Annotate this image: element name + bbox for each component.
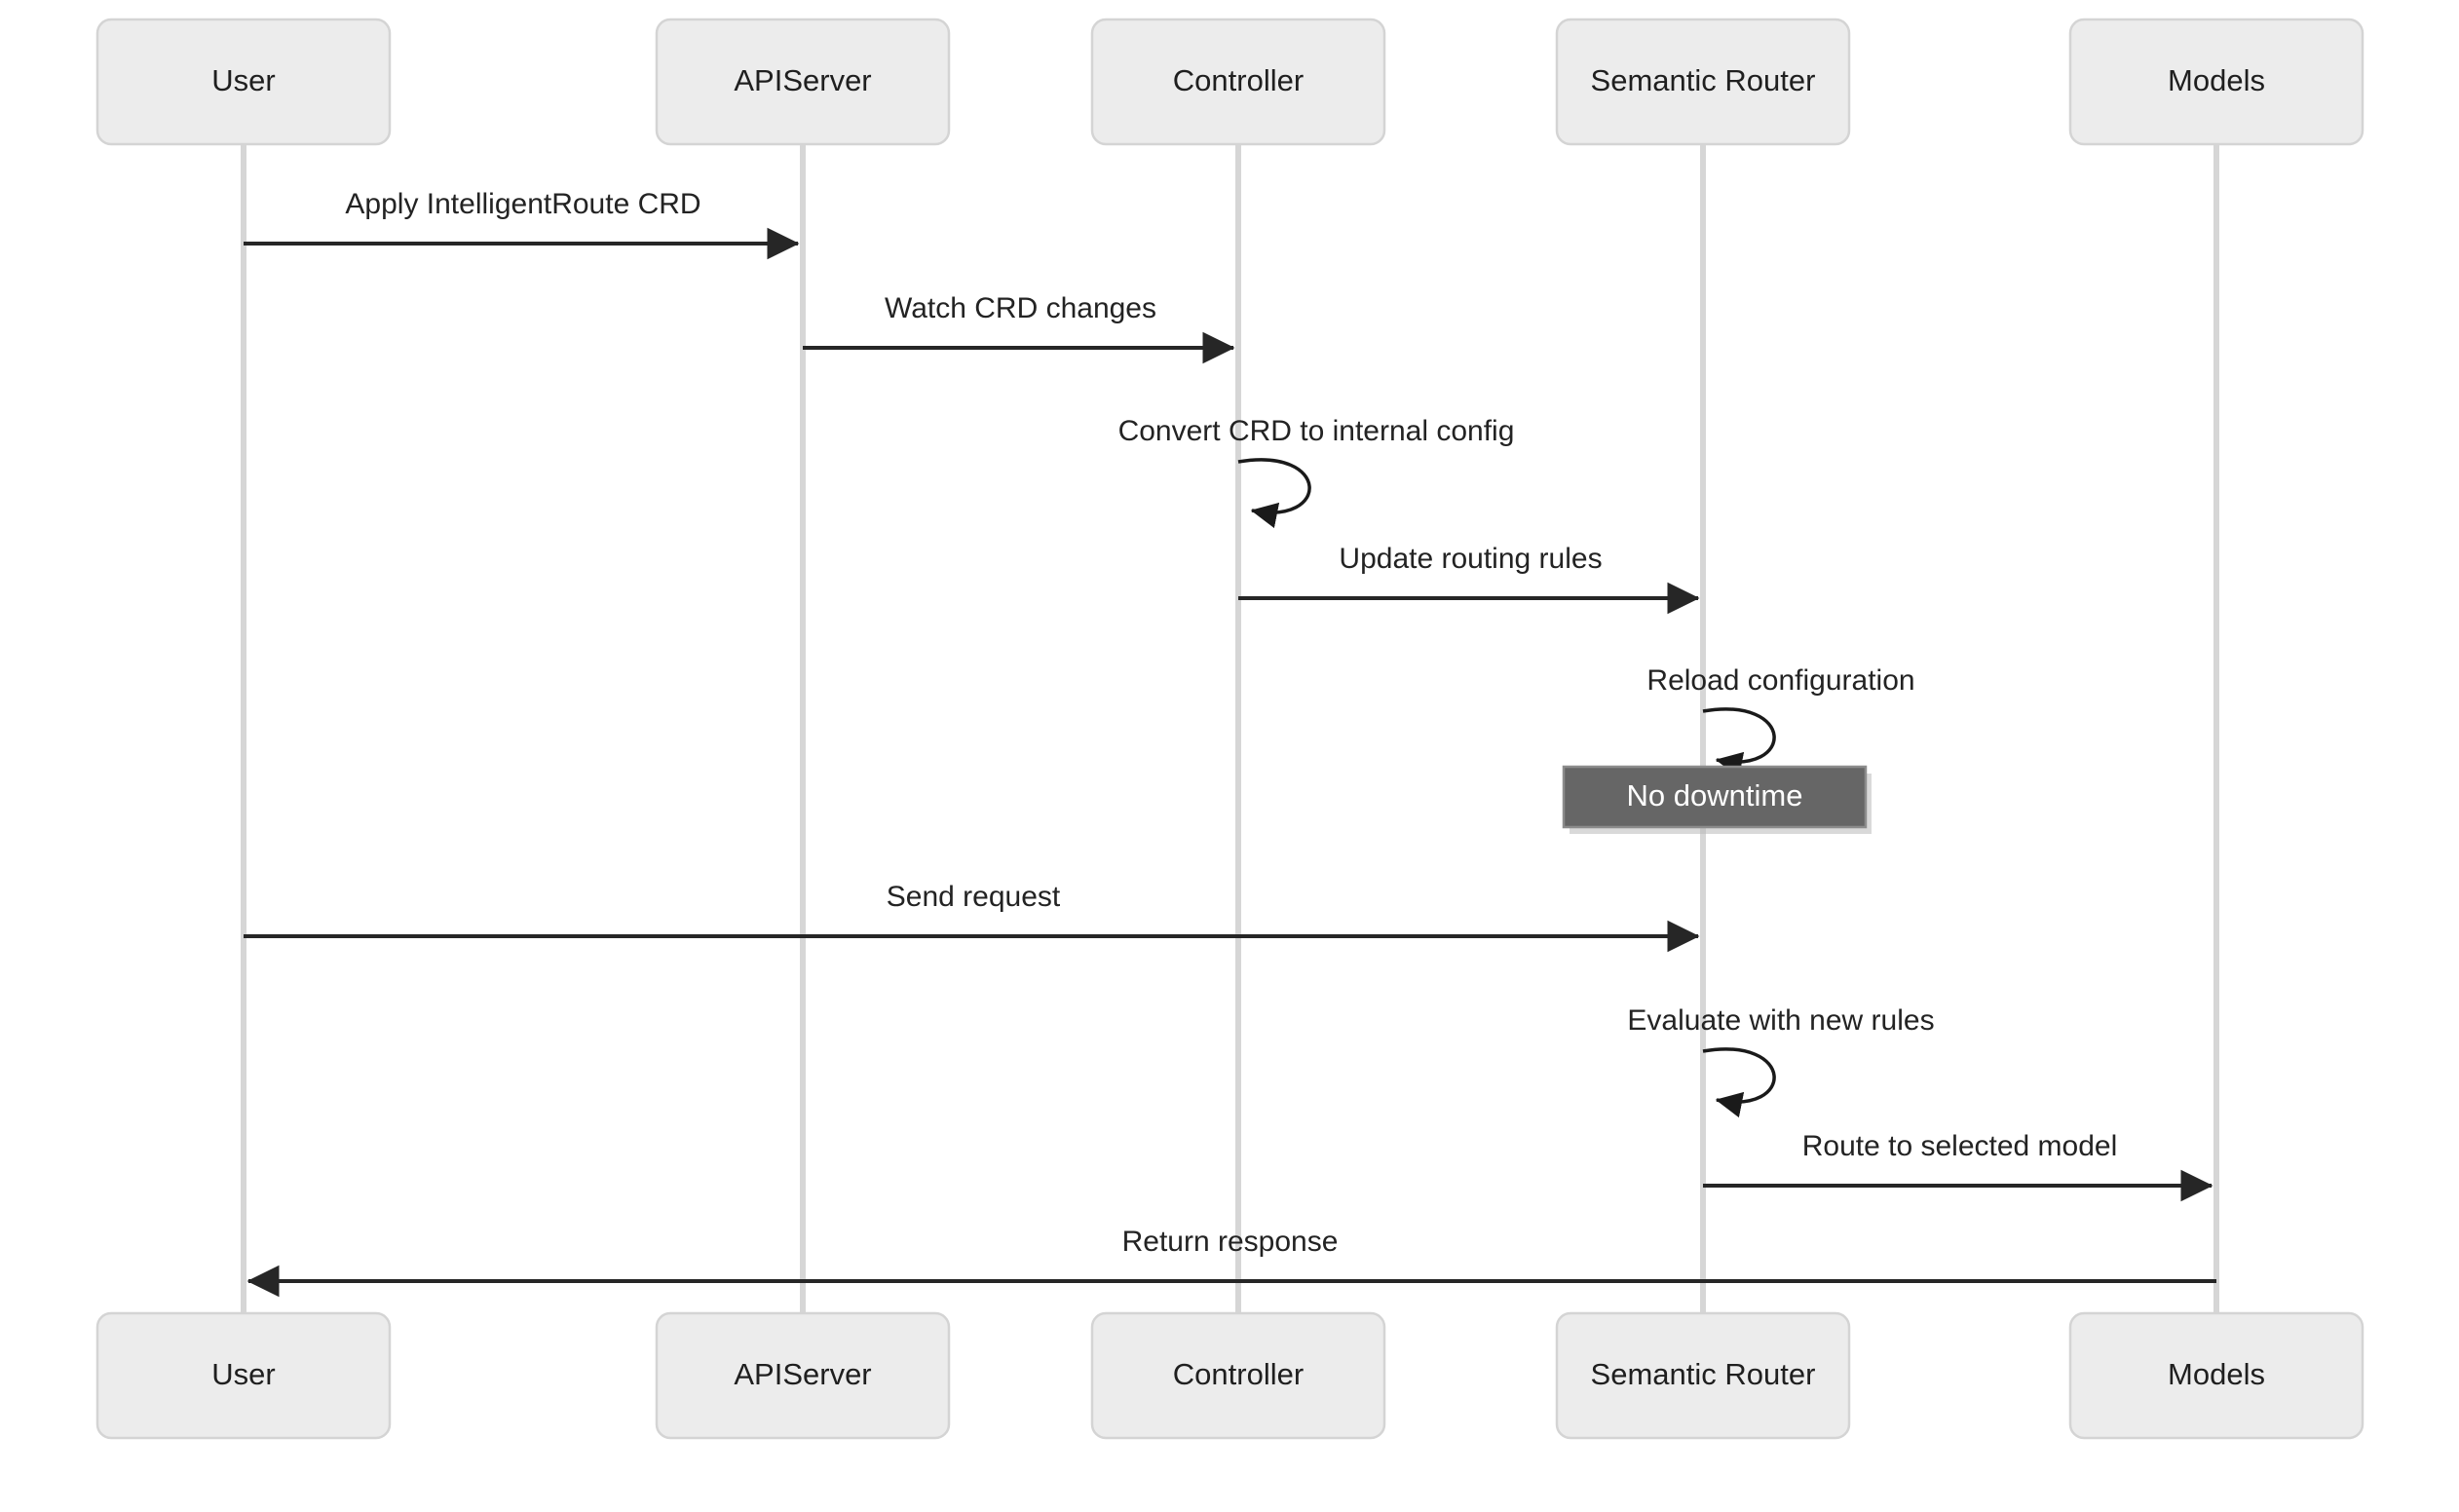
message-6: Send request: [244, 881, 1700, 953]
message-label-9: Return response: [1122, 1226, 1339, 1258]
actor-label-user: User: [211, 1357, 275, 1391]
actor-label-controller: Controller: [1173, 1357, 1304, 1391]
self-loop-arrow-3: [1237, 458, 1311, 529]
note-label-1: No downtime: [1627, 778, 1803, 813]
actor-label-controller: Controller: [1173, 63, 1304, 97]
actor-box-router[interactable]: [1555, 1311, 1851, 1440]
message-4: Update routing rules: [1238, 543, 1700, 615]
actor-label-router: Semantic Router: [1591, 63, 1816, 97]
actor-top-router[interactable]: Semantic Router: [1555, 18, 1851, 146]
self-loop-arrow-5: [1702, 707, 1776, 778]
message-9: Return response: [246, 1226, 2216, 1298]
message-8: Route to selected model: [1703, 1130, 2213, 1202]
actor-box-apiserver[interactable]: [655, 1311, 951, 1440]
notes-group: No downtime: [1562, 765, 1872, 834]
actor-label-router: Semantic Router: [1591, 1357, 1816, 1391]
actor-label-user: User: [211, 63, 275, 97]
note-1: No downtime: [1562, 765, 1872, 834]
actor-bottom-apiserver[interactable]: APIServer: [655, 1311, 951, 1440]
actor-box-controller[interactable]: [1090, 18, 1386, 146]
message-label-4: Update routing rules: [1339, 543, 1602, 575]
actor-box-controller[interactable]: [1090, 1311, 1386, 1440]
message-7: Evaluate with new rules: [1627, 1004, 1935, 1118]
actor-label-apiserver: APIServer: [734, 1357, 871, 1391]
actor-bottom-controller[interactable]: Controller: [1090, 1311, 1386, 1440]
messages-group: Apply IntelligentRoute CRD Watch CRD chan…: [244, 188, 2216, 1298]
actor-box-models[interactable]: [2068, 1311, 2364, 1440]
actor-top-models[interactable]: Models: [2068, 18, 2364, 146]
actor-box-user[interactable]: [95, 1311, 392, 1440]
actor-box-models[interactable]: [2068, 18, 2364, 146]
actor-label-apiserver: APIServer: [734, 63, 871, 97]
message-label-5: Reload configuration: [1646, 664, 1914, 697]
message-3: Convert CRD to internal config: [1118, 415, 1515, 529]
actor-box-user[interactable]: [95, 18, 392, 146]
actor-bottom-models[interactable]: Models: [2068, 1311, 2364, 1440]
message-label-8: Route to selected model: [1802, 1130, 2118, 1162]
actor-box-router[interactable]: [1555, 18, 1851, 146]
lifelines-group: [241, 144, 2219, 1313]
note-box-1: [1562, 765, 1868, 829]
message-label-1: Apply IntelligentRoute CRD: [345, 188, 700, 220]
message-label-7: Evaluate with new rules: [1627, 1004, 1934, 1037]
actor-bottom-router[interactable]: Semantic Router: [1555, 1311, 1851, 1440]
message-label-2: Watch CRD changes: [885, 292, 1156, 324]
actor-box-apiserver[interactable]: [655, 18, 951, 146]
self-loop-arrow-7: [1702, 1047, 1776, 1118]
actor-label-models: Models: [2168, 63, 2265, 97]
message-2: Watch CRD changes: [803, 292, 1235, 364]
message-label-6: Send request: [887, 881, 1061, 913]
actor-top-user[interactable]: User: [95, 18, 392, 146]
actor-bottom-user[interactable]: User: [95, 1311, 392, 1440]
message-1: Apply IntelligentRoute CRD: [244, 188, 800, 260]
actor-top-apiserver[interactable]: APIServer: [655, 18, 951, 146]
message-5: Reload configuration: [1646, 664, 1915, 778]
actor-label-models: Models: [2168, 1357, 2265, 1391]
message-label-3: Convert CRD to internal config: [1118, 415, 1515, 447]
actor-top-controller[interactable]: Controller: [1090, 18, 1386, 146]
